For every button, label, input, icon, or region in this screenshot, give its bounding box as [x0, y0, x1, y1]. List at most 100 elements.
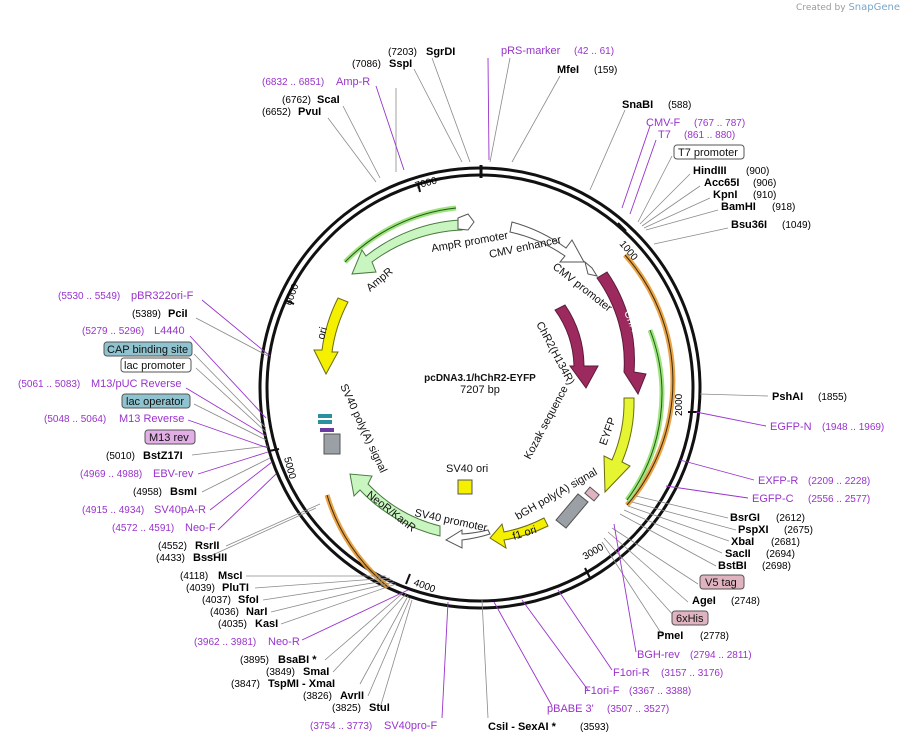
site-pos: (3849) [266, 667, 295, 678]
primer-range: (861 .. 880) [684, 130, 735, 141]
site-pos: (3847) [231, 679, 260, 690]
box-t7-promoter: T7 promoter [678, 147, 738, 159]
tick-2000: 2000 [674, 393, 685, 416]
site-pos: (7203) [388, 47, 417, 58]
site-name: SacII [725, 548, 751, 560]
site-pos: (3593) [580, 722, 609, 733]
site-pos: (588) [668, 100, 691, 111]
primer-name: pBABE 3' [547, 703, 594, 715]
site-pos: (918) [772, 202, 795, 213]
credit-prefix: Created by [796, 3, 846, 13]
primer-range: (5048 .. 5064) [44, 414, 106, 425]
site-name: BstZ17I [143, 450, 183, 462]
site-name: XbaI [731, 536, 754, 548]
site-name: PluTI [222, 582, 249, 594]
snapgene-logo: SnapGene [848, 2, 900, 13]
box-cap-binding-site: CAP binding site [107, 344, 188, 356]
primer-name: Neo-F [185, 522, 216, 534]
site-pos: (7086) [352, 59, 381, 70]
primer-range: (3507 .. 3527) [607, 704, 669, 715]
primer-name: EXFP-R [758, 475, 798, 487]
site-pos: (3825) [332, 703, 361, 714]
amp-r-promoter-arrow [457, 213, 475, 231]
lac-small-2 [318, 420, 332, 424]
lac-small-1 [318, 414, 332, 418]
site-name: PspXI [738, 524, 769, 536]
site-pos: (2748) [731, 596, 760, 607]
site-pos: (4039) [186, 583, 215, 594]
primer-range: (4915 .. 4934) [82, 505, 144, 516]
site-name: BstBI [718, 560, 747, 572]
primer-name: EGFP-C [752, 493, 794, 505]
primer-name: T7 [658, 129, 671, 141]
site-name: SspI [389, 58, 412, 70]
site-name: PmeI [657, 630, 683, 642]
plasmid-name: pcDNA3.1/hChR2-EYFP [424, 373, 536, 384]
site-name: KpnI [713, 189, 737, 201]
site-pos: (910) [753, 190, 776, 201]
primer-name: Amp-R [336, 76, 370, 88]
site-name: StuI [369, 702, 390, 714]
site-name: NarI [246, 606, 267, 618]
leader-lines [191, 57, 769, 719]
site-name: BsmI [170, 486, 197, 498]
primer-name: F1ori-R [613, 667, 650, 679]
label-neor: NeoR/KanR [364, 489, 418, 535]
site-name: BssHII [193, 552, 227, 564]
site-name: PciI [168, 308, 188, 320]
primer-leader-lines [185, 57, 767, 719]
site-name: TspMI - XmaI [268, 678, 335, 690]
primer-range: (6832 .. 6851) [262, 77, 324, 88]
site-name: CsiI - SexAI * [488, 721, 557, 733]
site-name: SmaI [303, 666, 329, 678]
ori-arrow [313, 297, 349, 376]
chr2-outer-arrow [596, 271, 647, 396]
site-name: MfeI [557, 64, 579, 76]
site-name: HindIII [693, 165, 727, 177]
green-arc-right-core [626, 329, 663, 501]
site-name: BamHI [721, 201, 756, 213]
bgh-polya-block [555, 493, 589, 529]
site-pos: (4035) [218, 619, 247, 630]
primer-name: BGH-rev [637, 649, 680, 661]
primer-name: EBV-rev [153, 468, 194, 480]
primer-labels: pRS-marker (42 .. 61) (6832 .. 6851) Amp… [18, 45, 884, 732]
amp-r-arrow [351, 219, 463, 275]
primer-name: F1ori-F [584, 685, 620, 697]
primer-range: (3367 .. 3388) [629, 686, 691, 697]
tick-3000: 3000 [581, 542, 606, 563]
site-pos: (4958) [133, 487, 162, 498]
site-pos: (2675) [784, 525, 813, 536]
site-name: BsaBI * [278, 654, 317, 666]
box-lac-operator: lac operator [126, 396, 184, 408]
primer-range: (5530 .. 5549) [58, 291, 120, 302]
site-pos: (906) [753, 178, 776, 189]
lac-small-3 [320, 428, 334, 432]
primer-range: (2794 .. 2811) [690, 650, 752, 661]
primer-range: (42 .. 61) [574, 46, 614, 57]
primer-name: CMV-F [646, 117, 681, 129]
label-ori: ori [315, 326, 330, 341]
site-name: AgeI [692, 595, 716, 607]
box-m13-rev: M13 rev [149, 432, 189, 444]
site-pos: (1049) [782, 220, 811, 231]
credit: Created by SnapGene [796, 2, 900, 13]
cmv-promoter-arrow [584, 260, 599, 277]
site-pos: (3826) [303, 691, 332, 702]
label-f1-ori: f1 ori [511, 524, 538, 543]
primer-name: M13 Reverse [119, 413, 184, 425]
site-pos: (159) [594, 65, 617, 76]
sv40-polya-block [323, 433, 341, 455]
site-name: Acc65I [704, 177, 739, 189]
site-name: SfoI [238, 594, 259, 606]
primer-range: (4572 .. 4591) [112, 523, 174, 534]
label-kozak: Kozak sequence [522, 384, 571, 461]
site-pos: (4552) [158, 541, 187, 552]
primer-name: SV40pro-F [384, 720, 437, 732]
boxed-labels: T7 promoter CAP binding site lac promote… [103, 144, 745, 626]
primer-range: (1948 .. 1969) [822, 422, 884, 433]
primer-name: L4440 [154, 325, 185, 337]
site-pos: (4118) [180, 571, 208, 582]
primer-name: M13/pUC Reverse [91, 378, 181, 390]
